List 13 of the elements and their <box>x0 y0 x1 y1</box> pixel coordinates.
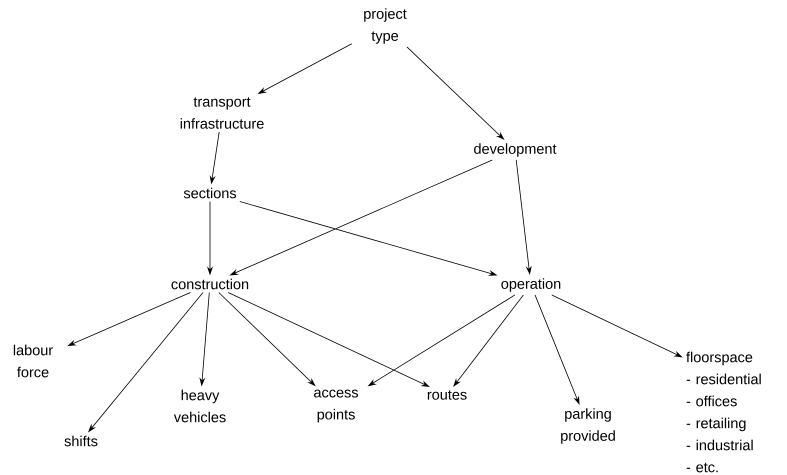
label-text: labour force <box>14 344 53 378</box>
label-text: heavy vehicles <box>174 390 226 422</box>
label-text: transport infrastructure <box>180 97 264 129</box>
label-text: construction <box>172 278 248 290</box>
label-text: parking provided <box>561 408 615 444</box>
label-text: routes <box>428 390 467 400</box>
label-text: project type <box>364 8 407 44</box>
label-text: sections <box>184 188 236 198</box>
label-text: access points <box>314 390 358 422</box>
label-text: shifts <box>64 436 98 446</box>
label-text: operation <box>501 278 560 292</box>
label-text: floorspace - residential - offices - retailing - industrial - etc. <box>686 352 761 472</box>
label-text: development <box>474 143 556 157</box>
